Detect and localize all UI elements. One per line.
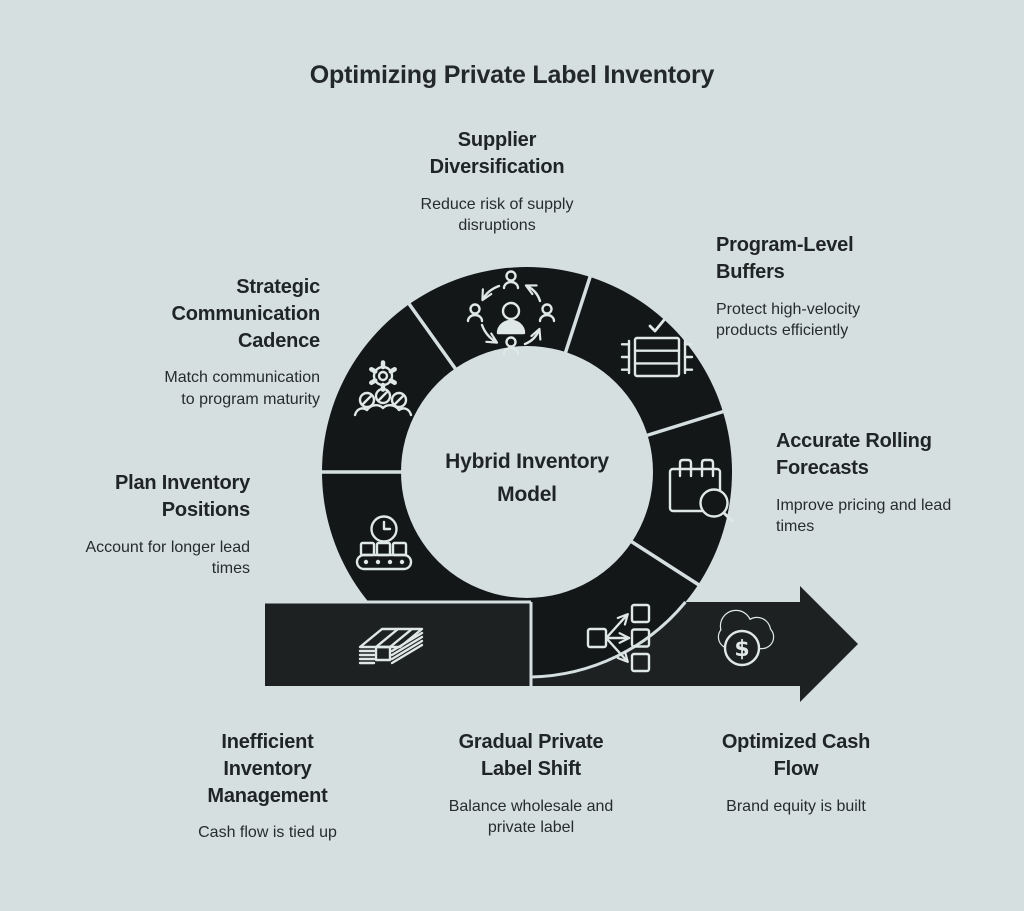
segment-label-plan-inventory-positions: Plan Inventory Positions Account for lon…: [55, 470, 250, 579]
segment-label-program-level-buffers: Program-Level Buffers Protect high-veloc…: [716, 232, 961, 341]
segment-heading: Accurate Rolling Forecasts: [776, 430, 932, 479]
segment-heading: Gradual Private Label Shift: [458, 731, 604, 780]
segment-heading: Supplier Diversification: [429, 129, 565, 178]
cash-stack-icon: [358, 627, 424, 665]
page-title: Optimizing Private Label Inventory: [309, 61, 715, 89]
segment-label-inefficient-inventory-management: Inefficient Inventory Management Cash fl…: [160, 729, 375, 844]
calendar-search-icon: [668, 458, 734, 523]
segment-label-gradual-private-label-shift: Gradual Private Label Shift Balance whol…: [418, 729, 644, 838]
buffer-stack-check-icon: [620, 318, 694, 378]
band-dividers: [265, 600, 687, 686]
segment-label-accurate-rolling-forecasts: Accurate Rolling Forecasts Improve prici…: [776, 428, 1022, 537]
segment-description: Improve pricing and lead times: [776, 496, 952, 535]
segment-description: Brand equity is built: [726, 797, 866, 815]
branch-distribution-icon: [586, 603, 651, 673]
people-network-icon: [466, 270, 556, 356]
segment-description: Protect high-velocity products efficient…: [716, 300, 861, 339]
cloud-dollar-icon: $: [717, 609, 775, 667]
segment-heading: Strategic Communication Cadence: [171, 276, 320, 352]
segment-dividers: [318, 273, 726, 587]
segment-description: Balance wholesale and private label: [448, 797, 614, 836]
segment-heading: Optimized Cash Flow: [721, 731, 871, 780]
segment-label-optimized-cash-flow: Optimized Cash Flow Brand equity is buil…: [686, 729, 906, 817]
segment-heading: Inefficient Inventory Management: [207, 731, 328, 807]
segment-heading: Program-Level Buffers: [716, 234, 854, 283]
segment-description: Reduce risk of supply disruptions: [420, 195, 574, 234]
segment-label-supplier-diversification: Supplier Diversification Reduce risk of …: [352, 127, 642, 236]
clock-conveyor-icon: [355, 515, 413, 571]
segment-label-strategic-communication-cadence: Strategic Communication Cadence Match co…: [92, 274, 320, 410]
segment-description: Account for longer lead times: [85, 538, 250, 577]
svg-text:$: $: [734, 637, 749, 662]
segment-description: Cash flow is tied up: [198, 824, 337, 842]
segment-description: Match communication to program maturity: [164, 369, 320, 408]
gear-team-icon: [353, 360, 413, 417]
segment-heading: Plan Inventory Positions: [114, 472, 250, 521]
center-label: Hybrid Inventory Model: [445, 450, 609, 506]
